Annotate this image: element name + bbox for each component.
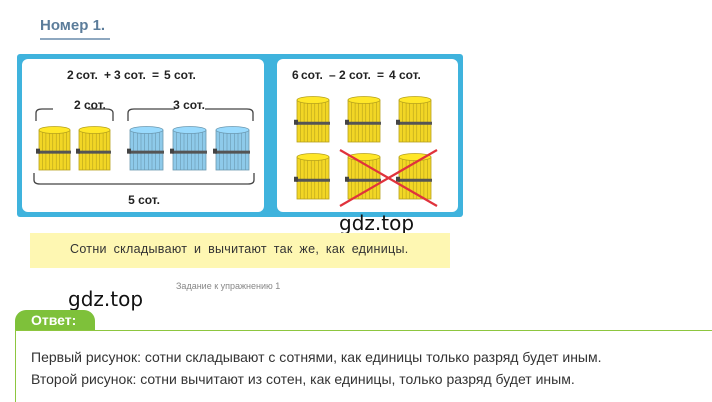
- equation-part: 6: [292, 68, 299, 82]
- hundred-bundle: [213, 126, 250, 171]
- rule-text: Сотни складывают и вычитают так же, как …: [70, 242, 409, 256]
- answer-label: Ответ:: [31, 312, 77, 328]
- equation-part: +: [104, 68, 111, 82]
- total-brace: [33, 173, 255, 185]
- hundred-bundle: [396, 96, 432, 143]
- group-label: 3 сот.: [173, 98, 205, 112]
- equation-part: сот.: [349, 68, 371, 82]
- heading-underline: [40, 38, 110, 40]
- answer-line: Второй рисунок: сотни вычитают из сотен,…: [31, 371, 575, 387]
- hundred-bundle: [170, 126, 207, 171]
- total-label: 5 сот.: [128, 193, 160, 207]
- equation-part: =: [152, 68, 159, 82]
- equation-part: =: [377, 68, 384, 82]
- group-brace: [127, 108, 254, 121]
- equation-part: 5: [164, 68, 171, 82]
- answer-tab: Ответ:: [15, 310, 95, 331]
- group-brace: [35, 108, 114, 121]
- exercise-heading: Номер 1.: [40, 17, 106, 34]
- watermark: gdz.top: [339, 211, 415, 235]
- equation-part: 3: [114, 68, 121, 82]
- equation-part: 2: [67, 68, 74, 82]
- equation-part: 4: [389, 68, 396, 82]
- equation-part: –: [329, 68, 336, 82]
- equation-part: сот.: [174, 68, 196, 82]
- answer-box: Первый рисунок: сотни складывают с сотня…: [15, 330, 712, 402]
- equation-part: 2: [339, 68, 346, 82]
- equation-part: сот.: [399, 68, 421, 82]
- answer-line: Первый рисунок: сотни складывают с сотня…: [31, 349, 602, 365]
- equation-part: сот.: [301, 68, 323, 82]
- hundred-bundle: [294, 96, 330, 143]
- hundred-bundle: [76, 126, 111, 171]
- equation-part: сот.: [124, 68, 146, 82]
- hundred-bundle: [345, 96, 381, 143]
- rule-box: Сотни складывают и вычитают так же, как …: [30, 233, 450, 268]
- hundred-bundle: [36, 126, 71, 171]
- hundred-bundle: [396, 153, 432, 200]
- figure-caption: Задание к упражнению 1: [176, 281, 281, 291]
- hundred-bundle: [127, 126, 164, 171]
- cross-line: [339, 149, 438, 207]
- equation-part: сот.: [76, 68, 98, 82]
- watermark: gdz.top: [68, 287, 144, 311]
- group-label: 2 сот.: [74, 98, 106, 112]
- hundred-bundle: [294, 153, 330, 200]
